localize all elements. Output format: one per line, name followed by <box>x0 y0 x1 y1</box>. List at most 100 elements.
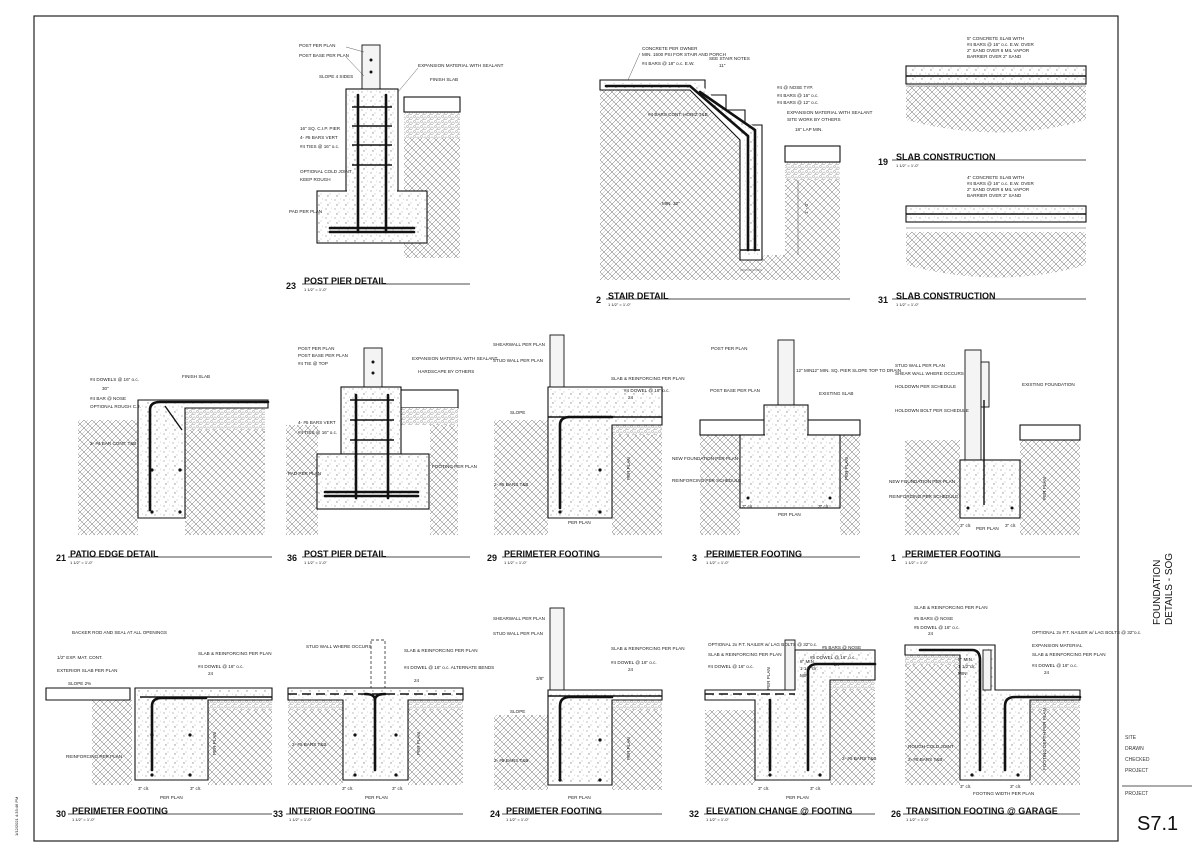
details-d24-notes-5-text: 3/8" <box>536 676 544 681</box>
details-d30-notes-4-text: SLAB & REINFORCING PER PLAN <box>198 651 272 656</box>
details-d24-notes-4-text: 24 <box>628 667 634 672</box>
details-d23-title-text: POST PIER DETAIL <box>304 276 387 286</box>
details-d36-notes-1-text: POST BASE PER PLAN <box>298 353 348 358</box>
details-d26-notes-5-text: EXPANSION MATERIAL <box>1032 643 1083 648</box>
details-d24-notes-1-text: STUD WALL PER PLAN <box>493 631 543 636</box>
details-d32-notes-6-text: 8" MIN. <box>800 659 815 664</box>
details-d32-notes-5-text: 24 <box>834 662 840 667</box>
details-d30-title-text: PERIMETER FOOTING <box>72 806 168 816</box>
details-d3-notes-0-text: POST PER PLAN <box>711 346 747 351</box>
details-d29-notes-7-text: PER PLAN <box>568 520 591 525</box>
details-d2-notes-8-text: EXPANSION MATERIAL WITH SEALANT <box>787 110 873 115</box>
details-d21-num-text: 21 <box>56 553 66 563</box>
details-d33-notes-2-text: #4 DOWEL @ 16" o.c. ALTERNATE BENDS <box>404 665 494 670</box>
details-d26-notes-17-text: 3" clr. <box>1010 784 1021 789</box>
details-d26-notes-4-text: OPTIONAL 2x P.T. NAILER w/ LAG BOLTS @ 3… <box>1032 630 1141 635</box>
details-d31-scale-text: 1 1/2" = 1'-0" <box>896 302 919 307</box>
detail-21: #4 DOWELS @ 16" o.c. 30" FINISH SLAB #4 … <box>56 374 272 565</box>
details-d30-notes-10-text: 3" clr. <box>138 786 149 791</box>
details-d32-num-text: 32 <box>689 809 699 819</box>
field-project: PROJECT <box>1125 768 1148 774</box>
details-d29-scale-text: 1 1/2" = 1'-0" <box>504 560 527 565</box>
details-d23-notes-0-text: POST PER PLAN <box>299 43 335 48</box>
details-d33-notes-0-text: STUD WALL WHERE OCCURS <box>306 644 372 649</box>
sheet-number: S7.1 <box>1137 813 1178 835</box>
details-d29-notes-8-text: PER PLAN <box>626 457 631 480</box>
details-d21-title-text: PATIO EDGE DETAIL <box>70 549 159 559</box>
details-d36-scale-text: 1 1/2" = 1'-0" <box>304 560 327 565</box>
details-d24-notes-7-text: 2- #5 BARS T&B <box>494 758 528 763</box>
details-d3-notes-5-text: NEW FOUNDATION PER PLAN <box>672 456 738 461</box>
details-d31-num-text: 31 <box>878 295 888 305</box>
details-d19-notes-0-text: 5" CONCRETE SLAB WITH <box>967 36 1024 41</box>
details-d21-notes-0-text: #4 DOWELS @ 16" o.c. <box>90 377 139 382</box>
details-d32-notes-8-text: MIN. <box>800 673 810 678</box>
details-d3-notes-4-text: EXISTING SLAB <box>819 391 853 396</box>
details-d2-num-text: 2 <box>596 295 601 305</box>
details-d19-scale-text: 1 1/2" = 1'-0" <box>896 163 919 168</box>
details-d30-notes-9-text: PER PLAN <box>212 732 217 755</box>
details-d33-notes-3-text: 24 <box>414 678 420 683</box>
details-d19-num-text: 19 <box>878 157 888 167</box>
detail-33: STUD WALL WHERE OCCURS SLAB & REINFORCIN… <box>273 639 494 822</box>
field-site: SITE <box>1125 735 1137 741</box>
detail-24: SHEARWALL PER PLAN STUD WALL PER PLAN SL… <box>490 607 685 822</box>
details-d26-notes-0-text: SLAB & REINFORCING PER PLAN <box>914 605 988 610</box>
details-d33-notes-6-text: PER PLAN <box>416 732 421 755</box>
details-d32-notes-10-text: 2- #5 BARS T&B <box>842 756 876 761</box>
detail-29: SHEARWALL PER PLAN STUD WALL PER PLAN SL… <box>487 334 685 565</box>
details-d26-notes-8-text: 24 <box>1044 670 1050 675</box>
details-d30-notes-5-text: #4 DOWEL @ 16" o.c. <box>198 664 244 669</box>
details-d24-title-text: PERIMETER FOOTING <box>506 806 602 816</box>
details-d26-notes-13-text: 2- #5 BARS T&B <box>908 757 942 762</box>
details-d3-num-text: 3 <box>692 553 697 563</box>
details-d33-notes-8-text: 3" clr. <box>392 786 403 791</box>
details-d2-notes-4-text: 11" <box>719 63 726 68</box>
details-d1-title-text: PERIMETER FOOTING <box>905 549 1001 559</box>
details-d2-scale-text: 1 1/2" = 1'-0" <box>608 302 631 307</box>
field-checked: CHECKED <box>1125 757 1150 763</box>
details-d29-notes-2-text: SLAB & REINFORCING PER PLAN <box>611 376 685 381</box>
details-d24-notes-3-text: #4 DOWEL @ 16" o.c. <box>611 660 657 665</box>
details-d36-notes-5-text: 4- #5 BARS VERT <box>298 420 336 425</box>
detail-36: POST PER PLAN POST BASE PER PLAN #4 TIE … <box>286 346 498 565</box>
project-label: PROJECT <box>1125 791 1148 797</box>
details-d1-notes-2-text: HOLDOWN PER SCHEDULE <box>895 384 956 389</box>
details-d26-notes-14-text: FOOTING DEPTH PER PLAN <box>1042 708 1047 770</box>
details-d32-notes-9-text: PER PLAN <box>766 667 771 690</box>
details-d2-notes-2-text: #4 BARS @ 18" o.c. E.W. <box>642 61 695 66</box>
details-d1-notes-6-text: REINFORCING PER SCHEDULE <box>889 494 958 499</box>
detail-23: POST PER PLAN POST BASE PER PLAN SLOPE 4… <box>286 43 504 292</box>
details-d1-notes-9-text: 3" clr. <box>960 523 971 528</box>
details-d31-title-text: SLAB CONSTRUCTION <box>896 291 996 301</box>
details-d23-num-text: 23 <box>286 281 296 291</box>
details-d23-notes-4-text: FINISH SLAB <box>430 77 458 82</box>
details-d33-title-text: INTERIOR FOOTING <box>289 806 376 816</box>
details-d23-notes-2-text: SLOPE 4 SIDES <box>319 74 353 79</box>
details-d26-notes-10-text: 1 1/2"clr. <box>958 664 976 669</box>
details-d3-notes-7-text: PER PLAN <box>778 512 801 517</box>
details-d1-notes-7-text: PER PLAN <box>976 526 999 531</box>
details-d26-notes-1-text: #5 BARS @ NOSE <box>914 616 953 621</box>
details-d1-notes-3-text: HOLDOWN BOLT PER SCHEDULE <box>895 408 969 413</box>
details-d32-notes-0-text: OPTIONAL 2x P.T. NAILER w/ LAG BOLTS @ 3… <box>708 642 817 647</box>
details-d3-notes-2-text: 12" MIN. SQ. PIER SLOPE TOP TO DRAIN <box>812 368 901 373</box>
title-block: FOUNDATION DETAILS - SOG SITE DRAWN CHEC… <box>1122 553 1192 835</box>
details-d2-notes-3-text: SEE STAIR NOTES <box>709 56 750 61</box>
details-d1-notes-5-text: NEW FOUNDATION PER PLAN <box>889 479 955 484</box>
details-d2-notes-10-text: 18" LAP MIN. <box>795 127 823 132</box>
details-d21-notes-5-text: 2- #4 BAR CONT. T&B <box>90 441 136 446</box>
details-d3-notes-6-text: REINFORCING PER SCHEDULE <box>672 478 741 483</box>
details-d31-notes-0-text: 4" CONCRETE SLAB WITH <box>967 175 1024 180</box>
details-d32-notes-3-text: #5 BARS @ NOSE <box>822 645 861 650</box>
details-d30-notes-0-text: BACKER ROD AND SEAL AT ALL OPENINGS <box>72 630 167 635</box>
details-d36-num-text: 36 <box>287 553 297 563</box>
detail-32: OPTIONAL 2x P.T. NAILER w/ LAG BOLTS @ 3… <box>689 639 876 822</box>
details-d32-notes-1-text: SLAB & REINFORCING PER PLAN <box>708 652 782 657</box>
details-d1-notes-0-text: STUD WALL PER PLAN <box>895 363 945 368</box>
details-d36-notes-7-text: PAD PER PLAN <box>288 471 321 476</box>
details-d26-notes-6-text: SLAB & REINFORCING PER PLAN <box>1032 652 1106 657</box>
details-d26-notes-7-text: #4 DOWEL @ 16" o.c. <box>1032 663 1078 668</box>
details-d2-notes-1-text: MIN. 1500 PSI FOR STAIR AND PORCH <box>642 52 726 57</box>
details-d36-notes-2-text: #4 TIE @ TOP <box>298 361 328 366</box>
